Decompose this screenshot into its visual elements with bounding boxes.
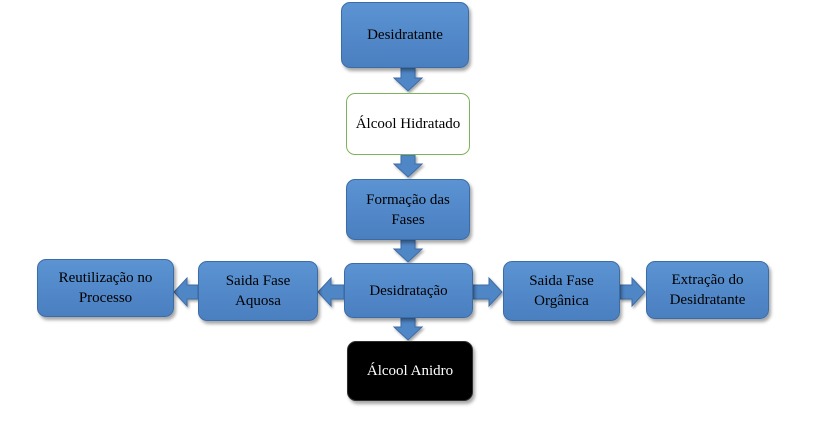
node-label: Extração do Desidratante xyxy=(669,272,746,308)
arrow-left-1 xyxy=(317,276,345,308)
arrow-left-2 xyxy=(173,276,199,308)
node-label: Desidratação xyxy=(369,282,448,299)
arrow-down-4 xyxy=(392,317,424,341)
node-label: Saida Fase Orgânica xyxy=(529,273,594,309)
arrow-down-2 xyxy=(392,154,424,178)
node-reutilizacao: Reutilização no Processo xyxy=(37,259,174,317)
node-saida-fase-aquosa: Saida Fase Aquosa xyxy=(198,261,318,321)
node-alcool-hidratado: Álcool Hidratado xyxy=(346,93,470,155)
node-label: Desidratante xyxy=(367,27,443,43)
node-saida-fase-organica: Saida Fase Orgânica xyxy=(503,261,620,321)
node-alcool-anidro: Álcool Anidro xyxy=(347,341,473,401)
arrow-down-1 xyxy=(392,67,424,92)
node-desidratacao: Desidratação xyxy=(344,263,473,318)
arrow-down-3 xyxy=(392,239,424,263)
node-formacao-fases: Formação das Fases xyxy=(346,179,470,240)
node-extracao-desidratante: Extração do Desidratante xyxy=(646,261,769,319)
node-label: Álcool Hidratado xyxy=(355,116,461,132)
node-label: Formação das Fases xyxy=(366,191,450,228)
node-label: Reutilização no Processo xyxy=(58,270,153,306)
node-label: Álcool Anidro xyxy=(366,363,454,379)
node-label: Saida Fase Aquosa xyxy=(225,273,291,309)
node-desidratante: Desidratante xyxy=(341,2,469,68)
arrow-right-2 xyxy=(619,276,646,308)
arrow-right-1 xyxy=(472,276,503,308)
